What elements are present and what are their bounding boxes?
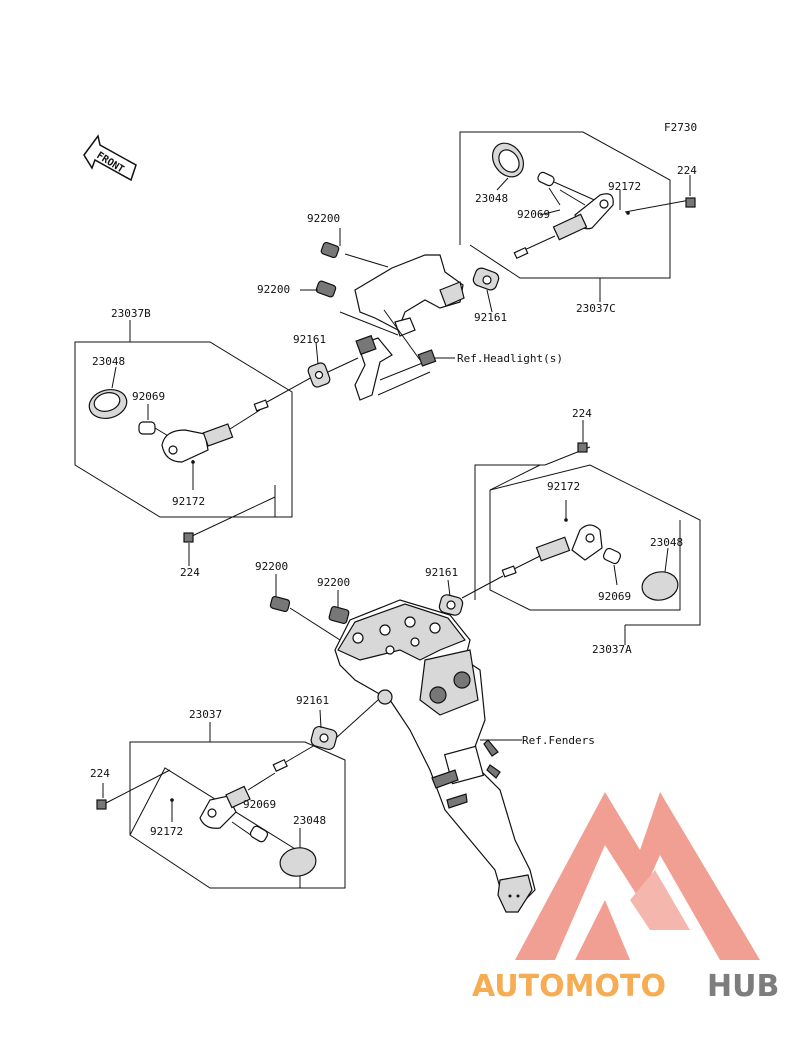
label-224-mid-right: 224 [572, 407, 592, 420]
label-92069-mid-right: 92069 [598, 590, 631, 603]
label-92161-top-right: 92161 [474, 311, 507, 324]
label-23037: 23037 [189, 708, 222, 721]
label-224-mid-left: 224 [180, 566, 200, 579]
ref-fenders-label: Ref.Fenders [522, 734, 595, 747]
label-224-top-right: 224 [677, 164, 697, 177]
label-92069-top-right: 92069 [517, 208, 550, 221]
assembly-23037A [438, 420, 701, 645]
automotohub-logo: AUTOMOTO HUB [472, 792, 779, 1004]
logo-text-secondary: HUB [707, 969, 779, 1004]
rear-fender [269, 574, 536, 913]
leader-lines [539, 175, 691, 216]
label-23048-mid-left: 23048 [92, 355, 125, 368]
label-92172-bottom-left: 92172 [150, 825, 183, 838]
ref-headlight-label: Ref.Headlight(s) [457, 352, 563, 365]
label-92069-bottom-left: 92069 [243, 798, 276, 811]
label-92200-top-2: 92200 [257, 283, 290, 296]
label-92200-lower-2: 92200 [317, 576, 350, 589]
assembly-23037B [74, 320, 359, 566]
label-224-bottom-left: 224 [90, 767, 110, 780]
label-92069-mid-left: 92069 [132, 390, 165, 403]
label-92172-top-right: 92172 [608, 180, 641, 193]
label-92172-mid-right: 92172 [547, 480, 580, 493]
assembly-23037 [96, 699, 379, 889]
label-23037A: 23037A [592, 643, 632, 656]
label-23037C: 23037C [576, 302, 616, 315]
label-92161-mid-right: 92161 [425, 566, 458, 579]
label-23037B: 23037B [111, 307, 151, 320]
assembly-23037C [459, 131, 696, 313]
label-92161-mid-left: 92161 [293, 333, 326, 346]
part-labels: 224 92172 23048 92069 23037C 92161 92200… [90, 164, 697, 838]
label-23048-bottom-left: 23048 [293, 814, 326, 827]
logo-text-primary: AUTOMOTO [472, 969, 666, 1004]
label-92161-bottom-left: 92161 [296, 694, 329, 707]
label-92200-top-1: 92200 [307, 212, 340, 225]
label-92200-lower-1: 92200 [255, 560, 288, 573]
label-23048-top-right: 23048 [475, 192, 508, 205]
headlight-bracket [300, 228, 465, 401]
front-arrow-icon: FRONT [83, 134, 137, 182]
figure-code: F2730 [664, 121, 697, 134]
label-92172-mid-left: 92172 [172, 495, 205, 508]
label-23048-mid-right: 23048 [650, 536, 683, 549]
